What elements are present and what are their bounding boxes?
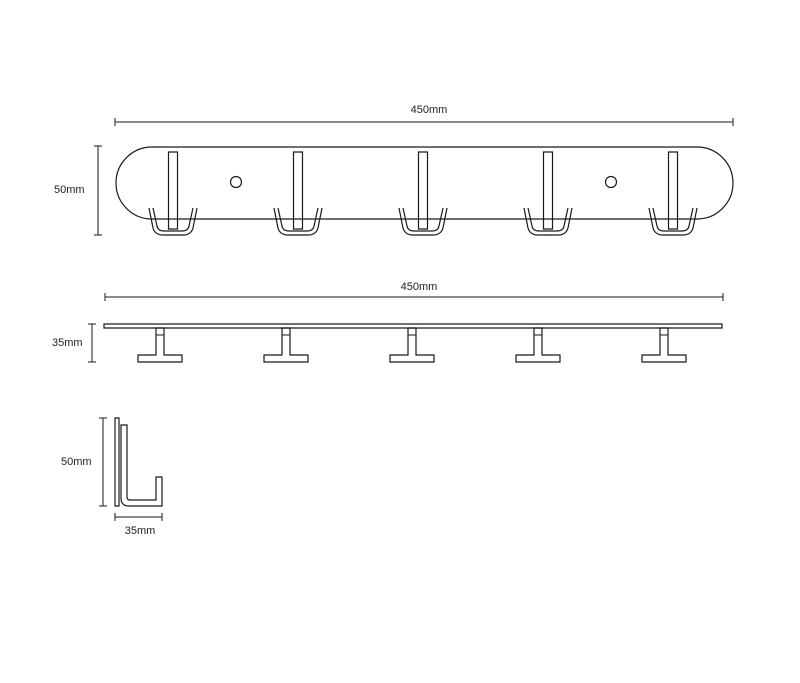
front-hook [273, 151, 323, 236]
side-height-dimension: 50mm [61, 417, 107, 507]
top-depth-dimension: 35mm [52, 323, 96, 363]
front-view: 450mm 50mm [54, 104, 734, 236]
front-width-label: 450mm [411, 104, 448, 116]
front-hook [523, 151, 573, 236]
front-hooks [148, 151, 698, 236]
front-backplate [115, 146, 734, 220]
top-width-dimension: 450mm [104, 281, 724, 301]
top-view: 450mm 35mm [52, 281, 724, 363]
side-depth-label: 35mm [125, 525, 156, 537]
front-hook [148, 151, 198, 236]
front-height-label: 50mm [54, 184, 85, 196]
front-width-dimension: 450mm [114, 104, 734, 126]
top-hooks [137, 327, 687, 363]
top-hook [137, 327, 183, 363]
top-backplate-edge [103, 323, 723, 329]
mount-hole-right [604, 175, 618, 189]
front-height-dimension: 50mm [54, 145, 102, 236]
top-width-label: 450mm [401, 281, 438, 293]
side-height-label: 50mm [61, 456, 92, 468]
side-hook-profile [120, 424, 163, 507]
front-hook [398, 151, 448, 236]
top-hook [515, 327, 561, 363]
side-depth-dimension: 35mm [114, 513, 163, 537]
top-depth-label: 35mm [52, 337, 83, 349]
top-hook [641, 327, 687, 363]
top-hook [389, 327, 435, 363]
front-hook [648, 151, 698, 236]
top-hook [263, 327, 309, 363]
mount-hole-left [229, 175, 243, 189]
side-view: 50mm 35mm [61, 417, 163, 537]
side-backplate-profile [114, 417, 120, 507]
